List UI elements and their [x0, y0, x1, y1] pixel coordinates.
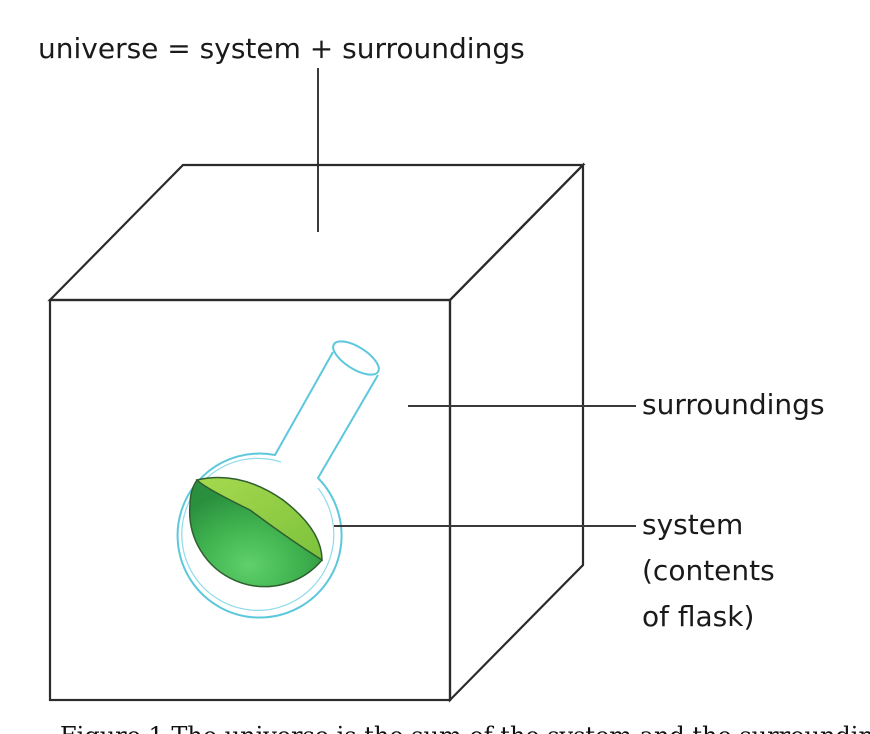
flask-outline [176, 351, 379, 619]
cube-top-face [47, 163, 586, 302]
flask-mouth [332, 340, 380, 376]
surroundings-cube [47, 162, 586, 703]
flask-liquid-surface [195, 476, 323, 562]
system-label-line3: of flask) [642, 600, 754, 633]
title-equation: universe = system + surroundings [38, 32, 525, 65]
system-label-line2: (contents [642, 554, 775, 587]
round-bottom-flask [176, 340, 380, 619]
figure-caption: Figure 1 The universe is the sum of the … [60, 722, 870, 734]
flask-inner-glass [181, 457, 335, 611]
cube-right-face [448, 162, 585, 703]
cube-front-face [48, 298, 452, 702]
surroundings-label: surroundings [642, 388, 825, 421]
system-label-line1: system [642, 508, 743, 541]
